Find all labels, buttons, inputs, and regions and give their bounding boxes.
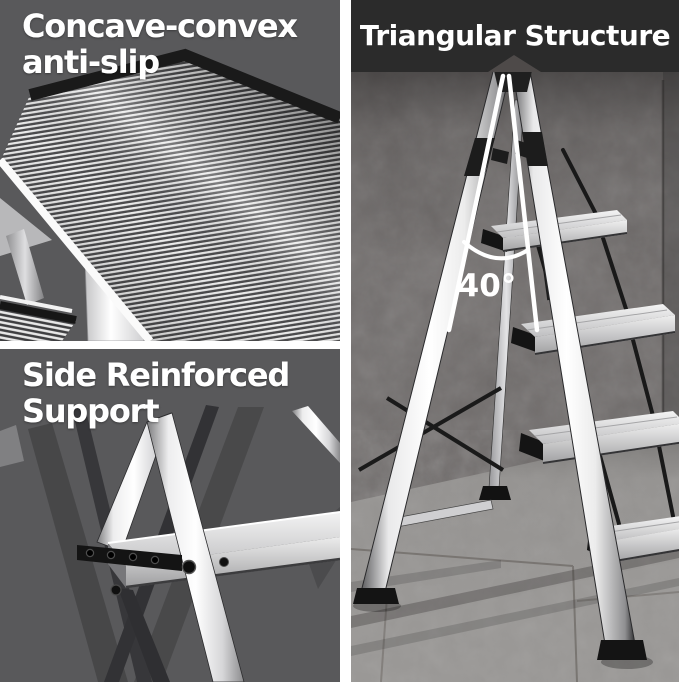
support-title: Side Reinforced Support bbox=[22, 356, 290, 431]
panel-anti-slip: Concave-convex anti-slip bbox=[0, 0, 340, 341]
rear-tube bbox=[6, 229, 44, 305]
rear-frame bbox=[357, 91, 675, 528]
reinforcement-bracket bbox=[77, 545, 182, 571]
ladder-photo: Triangular Structure 40° bbox=[351, 0, 679, 682]
front-rail-right bbox=[146, 412, 245, 682]
angle-arc bbox=[462, 240, 530, 261]
rear-foot bbox=[479, 486, 511, 500]
rubber-foot-left bbox=[353, 588, 399, 604]
anti-slip-title: Concave-convex anti-slip bbox=[22, 7, 298, 82]
bolt bbox=[219, 557, 229, 567]
anti-slip-title-line2: anti-slip bbox=[22, 43, 160, 82]
front-rails bbox=[353, 58, 647, 660]
panel-side-support: Side Reinforced Support bbox=[0, 349, 340, 682]
anti-slip-title-line1: Concave-convex bbox=[22, 7, 298, 45]
angle-line-right bbox=[506, 73, 540, 333]
wall-corner bbox=[663, 66, 679, 438]
step-back-edge bbox=[28, 48, 340, 124]
support-bracket-photo bbox=[0, 349, 340, 682]
ribbed-step-surface bbox=[0, 48, 340, 341]
bolt bbox=[110, 584, 122, 596]
structure-title: Triangular Structure bbox=[360, 19, 670, 52]
cross-braces bbox=[357, 386, 505, 472]
support-title-line1: Side Reinforced bbox=[22, 356, 290, 394]
rear-tube bbox=[118, 588, 170, 682]
blurred-tube bbox=[0, 425, 24, 467]
angle-label: 40° bbox=[458, 268, 517, 304]
support-title-line2: Support bbox=[22, 392, 160, 431]
step-front-edge bbox=[0, 157, 154, 341]
angle-annotation: 40° bbox=[446, 73, 540, 333]
rivet bbox=[106, 550, 116, 560]
rivet bbox=[85, 548, 95, 558]
lower-step-edge bbox=[0, 295, 77, 341]
rivet bbox=[150, 555, 160, 565]
structure-banner: Triangular Structure bbox=[351, 0, 679, 72]
step-surface-photo bbox=[0, 0, 340, 341]
ladder-apex-peak bbox=[488, 55, 541, 72]
rivet bbox=[128, 552, 138, 562]
rubber-foot-right bbox=[597, 640, 647, 660]
bolt bbox=[181, 559, 197, 575]
angle-line-left bbox=[446, 73, 506, 333]
upper-tube bbox=[292, 406, 340, 463]
panel-triangular-structure: Triangular Structure 40° bbox=[351, 0, 679, 682]
